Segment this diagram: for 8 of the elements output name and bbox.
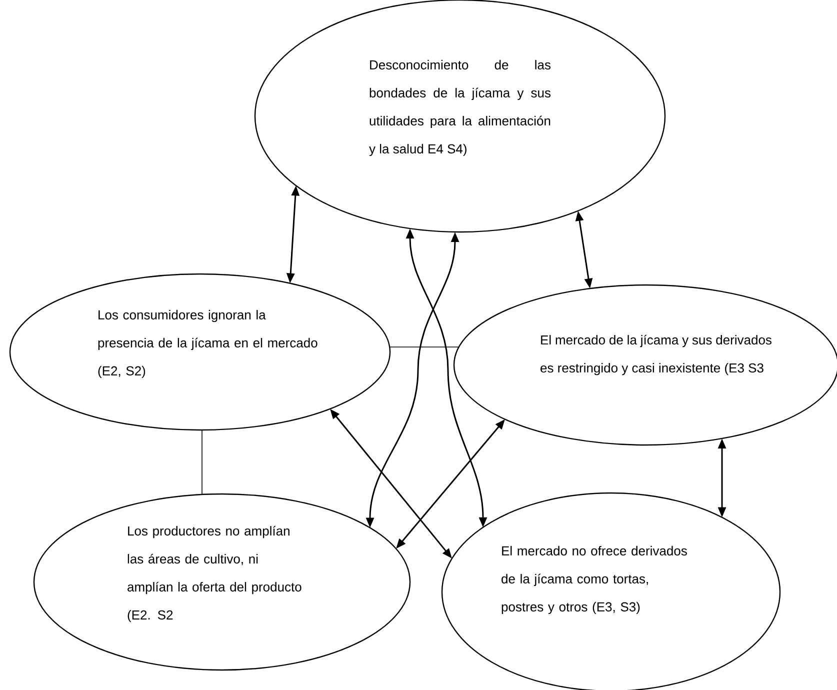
node-text: Los consumidores ignoran la presencia de la jícama en el mercado (E2, S2) [98,310,318,378]
connector-line [389,346,460,348]
node-text: Los productores no amplían las áreas de cultivo, ni amplían la oferta del producto (E2. S2 [128,526,302,622]
node-text: Desconocimiento de las bondades de la jícama y sus utilidades para la alimentación y la salud E4 S4) [369,60,550,156]
ellipse-node [9,273,391,431]
ellipse-node [33,493,411,671]
node-text: El mercado de la jícama y sus derivados es restringido y casi inexistente (E3 S3 [540,334,772,376]
node-text: El mercado no ofrece derivados de la jícama como tortas, postres y otros (E3, S3) [502,546,687,614]
